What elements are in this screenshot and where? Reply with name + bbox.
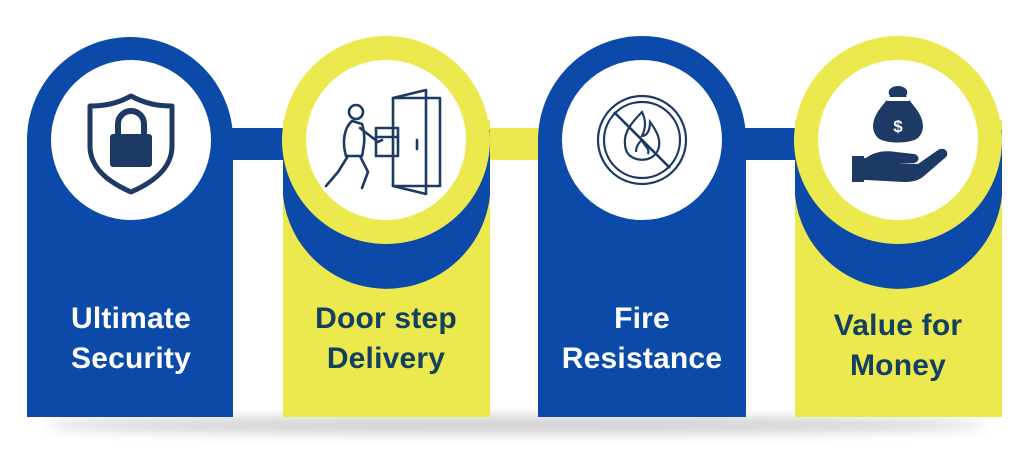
no-fire-icon — [596, 94, 688, 186]
feature-4-line2: Money — [849, 349, 946, 382]
feature-4-line1: Value for — [833, 309, 963, 342]
delivery-door-icon — [324, 88, 442, 196]
shield-lock-icon — [87, 93, 175, 195]
feature-1-line1: Ultimate — [71, 302, 191, 335]
feature-2-line1: Door step — [315, 302, 457, 335]
feature-label-4: Value for Money — [798, 306, 998, 386]
feature-2-line2: Delivery — [326, 342, 446, 375]
ground-shadow — [45, 416, 985, 434]
card-2-icon-circle — [306, 60, 466, 220]
money-bag-hand-icon: $ — [852, 86, 948, 182]
feature-label-3: Fire Resistance — [542, 299, 742, 379]
feature-label-2: Door step Delivery — [286, 299, 486, 379]
feature-label-1: Ultimate Security — [31, 299, 231, 379]
card-ultimate-security — [27, 37, 233, 417]
feature-3-line2: Resistance — [561, 342, 723, 375]
card-fire-resistance — [538, 36, 746, 417]
feature-1-line2: Security — [71, 342, 191, 375]
feature-3-line1: Fire — [614, 302, 670, 335]
svg-text:$: $ — [893, 117, 903, 136]
